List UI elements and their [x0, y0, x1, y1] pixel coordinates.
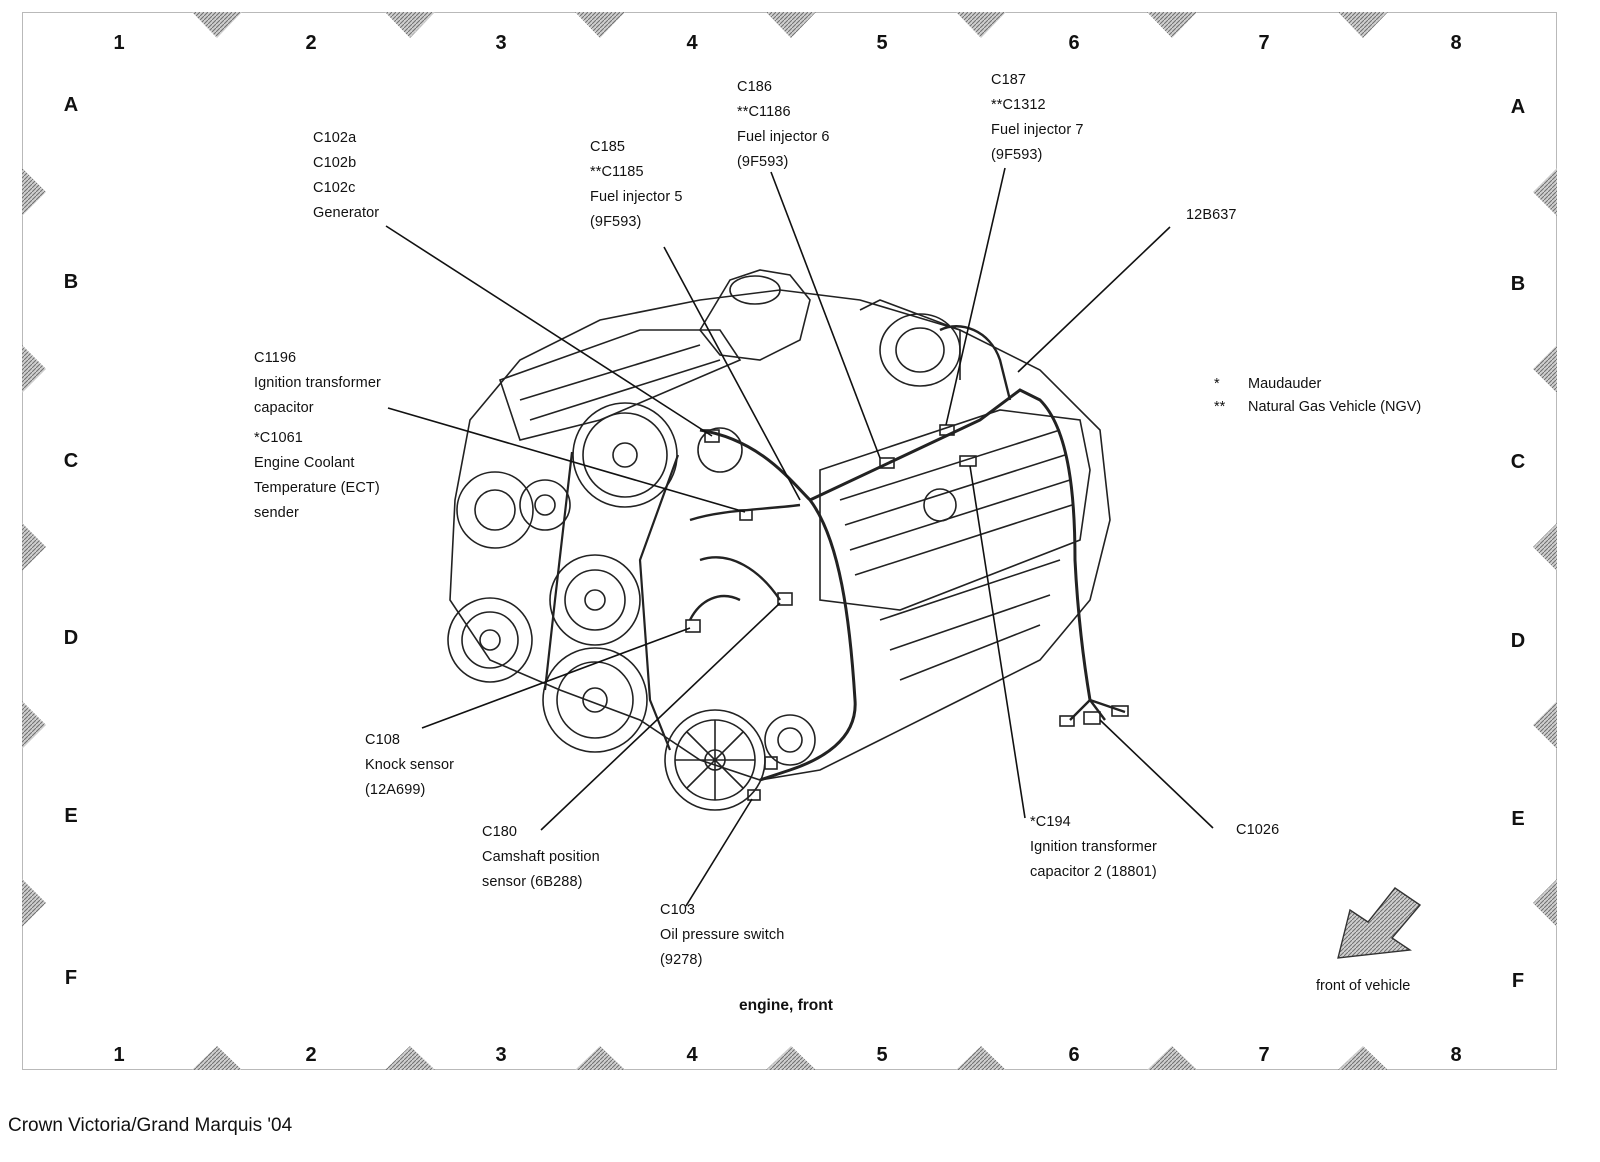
callout-line: C187 — [991, 72, 1027, 88]
grid-row-b-right: B — [1510, 273, 1526, 295]
callout-line: Camshaft position — [482, 849, 600, 865]
callout-ignition-capacitor-2: *C194 Ignition transformer capacitor 2 (… — [1030, 810, 1157, 885]
legend-text: Maudauder — [1248, 376, 1322, 392]
callout-line: C185 — [590, 139, 626, 155]
front-of-vehicle-label: front of vehicle — [1316, 978, 1411, 994]
grid-row-f-left: F — [64, 967, 78, 989]
legend: * Maudauder ** Natural Gas Vehicle (NGV) — [1214, 373, 1421, 419]
legend-row: * Maudauder — [1214, 373, 1421, 396]
engine-illustration — [447, 269, 1129, 811]
callout-c1026: C1026 — [1236, 818, 1279, 843]
callout-line: C108 — [365, 732, 401, 748]
callout-line: C186 — [737, 79, 773, 95]
grid-col-3-top: 3 — [495, 32, 507, 54]
grid-col-7-top: 7 — [1258, 32, 1270, 54]
footer-title: Crown Victoria/Grand Marquis '04 — [8, 1115, 293, 1136]
callout-line: Temperature (ECT) — [254, 480, 380, 496]
callout-line: (12A699) — [365, 782, 426, 798]
callout-line: (9F593) — [991, 147, 1043, 163]
legend-symbol: * — [1214, 376, 1220, 392]
callout-line: **C1312 — [991, 97, 1046, 113]
grid-row-a-left: A — [63, 94, 79, 116]
callout-line: C1026 — [1236, 822, 1280, 838]
callout-line: Oil pressure switch — [660, 927, 785, 943]
grid-col-6-top: 6 — [1068, 32, 1080, 54]
callout-line: Fuel injector 6 — [737, 129, 830, 145]
callout-line: C1196 — [254, 350, 297, 366]
front-of-vehicle-arrow — [1337, 887, 1422, 959]
callout-line: sender — [254, 505, 299, 521]
grid-col-8-bottom: 8 — [1450, 1044, 1462, 1066]
callout-line: Ignition transformer — [254, 375, 381, 391]
callout-line: **C1185 — [590, 164, 644, 180]
grid-row-e-right: E — [1511, 808, 1525, 830]
callout-line: *C1061 — [254, 430, 303, 446]
callout-line: (9F593) — [737, 154, 789, 170]
legend-text: Natural Gas Vehicle (NGV) — [1248, 399, 1422, 415]
grid-col-4-top: 4 — [686, 32, 698, 54]
callout-line: **C1186 — [737, 104, 791, 120]
callout-12b637: 12B637 — [1186, 203, 1237, 228]
callout-line: C102a — [313, 130, 357, 146]
grid-col-2-bottom: 2 — [305, 1044, 317, 1066]
callout-line: Knock sensor — [365, 757, 455, 773]
callout-line: C102b — [313, 155, 357, 171]
legend-row: ** Natural Gas Vehicle (NGV) — [1214, 396, 1421, 419]
callout-line: C103 — [660, 902, 696, 918]
callout-line: Ignition transformer — [1030, 839, 1157, 855]
callout-line: sensor (6B288) — [482, 874, 583, 890]
grid-row-c-left: C — [63, 450, 79, 472]
callout-line: Generator — [313, 205, 380, 221]
callout-fuel-injector-5: C185 **C1185 Fuel injector 5 (9F593) — [590, 135, 683, 235]
diagram-caption: engine, front — [739, 997, 833, 1014]
callout-line: C102c — [313, 180, 356, 196]
callout-line: Engine Coolant — [254, 455, 355, 471]
grid-col-5-bottom: 5 — [876, 1044, 888, 1066]
grid-col-6-bottom: 6 — [1068, 1044, 1080, 1066]
callout-line: *C194 — [1030, 814, 1071, 830]
grid-col-1-top: 1 — [113, 32, 125, 54]
callout-line: (9278) — [660, 952, 703, 968]
leader-lines — [385, 167, 1214, 907]
grid-row-f-right: F — [1511, 970, 1525, 992]
callout-ignition-capacitor: C1196 Ignition transformer capacitor — [254, 346, 381, 421]
callout-oil-pressure-switch: C103 Oil pressure switch (9278) — [660, 898, 784, 973]
callout-line: Fuel injector 7 — [991, 122, 1084, 138]
grid-row-d-left: D — [63, 627, 79, 649]
grid-col-2-top: 2 — [305, 32, 317, 54]
grid-row-e-left: E — [64, 805, 78, 827]
grid-row-b-left: B — [63, 271, 79, 293]
grid-col-3-bottom: 3 — [495, 1044, 507, 1066]
callout-line: C180 — [482, 824, 518, 840]
callout-line: Fuel injector 5 — [590, 189, 683, 205]
grid-row-d-right: D — [1510, 630, 1526, 652]
grid-col-5-top: 5 — [876, 32, 888, 54]
callout-fuel-injector-7: C187 **C1312 Fuel injector 7 (9F593) — [991, 68, 1084, 168]
callout-fuel-injector-6: C186 **C1186 Fuel injector 6 (9F593) — [737, 75, 830, 175]
grid-row-c-right: C — [1510, 451, 1526, 473]
grid-col-1-bottom: 1 — [113, 1044, 125, 1066]
callout-line: capacitor 2 (18801) — [1030, 864, 1157, 880]
grid-col-7-bottom: 7 — [1258, 1044, 1270, 1066]
callout-line: (9F593) — [590, 214, 642, 230]
callout-generator: C102a C102b C102c Generator — [313, 126, 379, 226]
callout-knock-sensor: C108 Knock sensor (12A699) — [365, 728, 454, 803]
grid-col-4-bottom: 4 — [686, 1044, 698, 1066]
callout-line: 12B637 — [1186, 207, 1237, 223]
legend-symbol: ** — [1214, 399, 1226, 415]
grid-col-8-top: 8 — [1450, 32, 1462, 54]
callout-ect-sender: *C1061 Engine Coolant Temperature (ECT) … — [254, 426, 380, 526]
grid-markers — [22, 12, 1557, 1070]
callout-line: capacitor — [254, 400, 314, 416]
grid-row-a-right: A — [1510, 96, 1526, 118]
callout-camshaft-sensor: C180 Camshaft position sensor (6B288) — [482, 820, 600, 895]
